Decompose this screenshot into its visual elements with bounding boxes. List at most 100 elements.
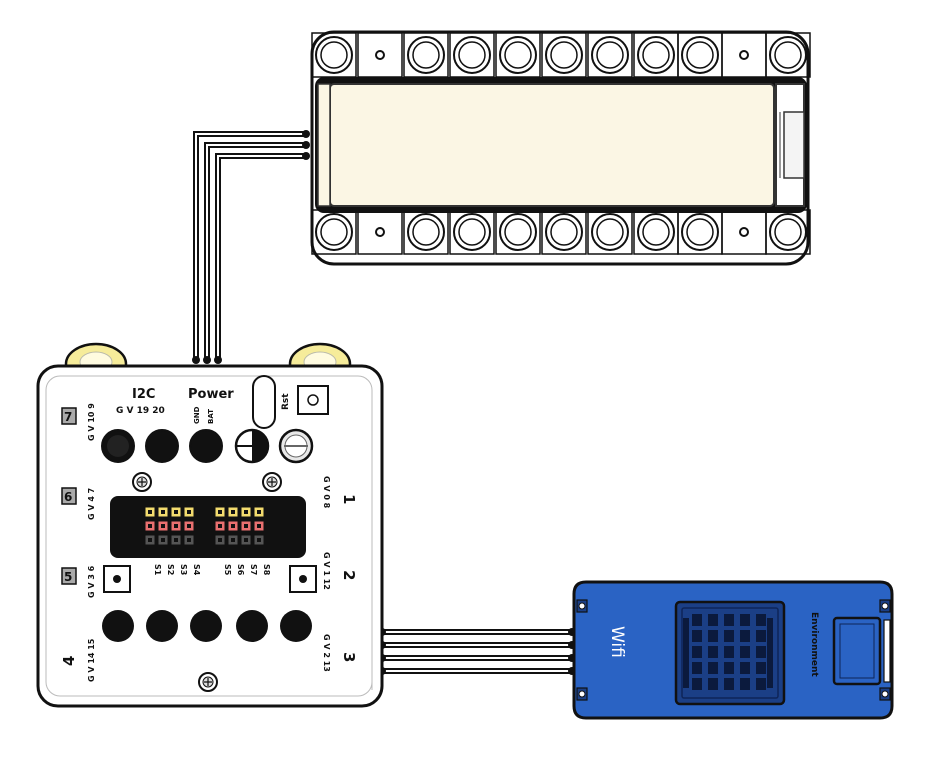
grille-hole: [740, 678, 750, 690]
grille-hole: [756, 662, 766, 674]
grille-hole: [692, 630, 702, 642]
port-bottom-3[interactable]: [190, 610, 222, 642]
top-hole-8: [633, 32, 679, 78]
servo-label-7: S7: [249, 564, 258, 575]
display-board: [310, 30, 811, 266]
servo-header-pins: [144, 506, 265, 546]
servo-label-4: S4: [192, 564, 201, 576]
grille-hole: [756, 614, 766, 626]
port-bottom-4[interactable]: [236, 610, 268, 642]
grille-hole: [708, 678, 718, 690]
grille-hole: [756, 630, 766, 642]
port-power[interactable]: [189, 429, 223, 463]
top-port-row: [101, 428, 314, 464]
port-2-number: 2: [340, 570, 358, 580]
port-2-pins: G V 1 12: [322, 552, 331, 590]
wire-bundle-right: [380, 629, 574, 674]
wifi-label: Wifi: [607, 626, 627, 658]
power-label: Power: [188, 387, 234, 402]
port-6-badge: 6: [61, 487, 77, 505]
svg-text:7: 7: [64, 410, 72, 424]
bottom-hole-2: [357, 209, 403, 255]
grille-hole: [724, 614, 734, 626]
screw-left: [132, 472, 152, 492]
svg-text:6: 6: [64, 490, 72, 504]
grille-hole: [724, 646, 734, 658]
top-hole-5: [495, 32, 541, 78]
port-7-pins: G V 10 9: [87, 403, 96, 441]
grille-hole: [724, 630, 734, 642]
top-hole-1: [311, 32, 357, 78]
bottom-hole-8: [633, 209, 679, 255]
svg-text:5: 5: [64, 570, 72, 584]
wire-bundle-top: [193, 131, 306, 360]
servo-labels: S1 S2 S3 S4 S5 S6 S7 S8: [153, 564, 271, 576]
top-hole-4: [449, 32, 495, 78]
grille-hole: [692, 678, 702, 690]
wire-ends-top: [192, 130, 310, 364]
power-gnd-label: GND: [193, 406, 201, 424]
servo-label-6: S6: [236, 564, 245, 576]
grille-hole: [708, 614, 718, 626]
i2c-label: I2C: [132, 387, 155, 402]
grille-hole: [740, 630, 750, 642]
i2c-pins-label: G V 19 20: [116, 406, 165, 416]
screw-bottom: [198, 672, 218, 692]
grille-hole: [740, 614, 750, 626]
top-hole-11: [765, 32, 811, 78]
grille-hole: [708, 646, 718, 658]
wire-ends-right: [378, 628, 576, 675]
top-hole-3: [403, 32, 449, 78]
port-bottom-5[interactable]: [280, 610, 312, 642]
grille-hole: [756, 678, 766, 690]
side-connector: [783, 111, 805, 179]
port-5-badge: 5: [61, 567, 77, 585]
bottom-port-row: [102, 610, 312, 642]
servo-label-8: S8: [262, 564, 271, 576]
grille-hole: [724, 662, 734, 674]
port-6-pins: G V 4 7: [87, 488, 96, 520]
sensor-grille-holes: [683, 614, 773, 690]
port-bottom-2[interactable]: [146, 610, 178, 642]
port-3-number: 3: [340, 652, 358, 662]
top-hole-6: [541, 32, 587, 78]
grille-hole: [724, 678, 734, 690]
grille-hole: [692, 662, 702, 674]
grille-hole: [692, 614, 702, 626]
rst-label: Rst: [281, 393, 291, 410]
servo-label-3: S3: [179, 564, 188, 575]
grille-hole: [708, 630, 718, 642]
usb-port[interactable]: [832, 616, 882, 686]
port-5-pins: G V 3 6: [87, 565, 96, 598]
grille-hole: [756, 646, 766, 658]
power-bat-label: BAT: [207, 409, 215, 424]
port-i2c-b[interactable]: [145, 429, 179, 463]
grille-hole: [708, 662, 718, 674]
servo-label-5: S5: [223, 564, 232, 576]
port-7-badge: 7: [61, 407, 77, 425]
port-4-pins: G V 14 15: [87, 638, 96, 682]
screen-area: [329, 83, 775, 207]
grille-slot: [767, 618, 773, 688]
servo-header-block: [110, 496, 306, 558]
grille-hole: [740, 662, 750, 674]
bottom-hole-6: [541, 209, 587, 255]
port-bottom-1[interactable]: [102, 610, 134, 642]
wifi-environment-module: Wifi Environment: [572, 580, 894, 720]
environment-label: Environment: [809, 612, 819, 677]
servo-label-1: S1: [153, 564, 162, 576]
port-1-pins: G V 0 8: [322, 476, 331, 509]
grille-slot: [683, 618, 689, 688]
grille-hole: [740, 646, 750, 658]
port-3-pins: G V 2 13: [322, 634, 331, 672]
power-switch[interactable]: [252, 375, 276, 429]
port-4-number: 4: [60, 656, 78, 666]
servo-label-2: S2: [166, 564, 175, 575]
controller-hub: I2C G V 19 20 Power GND BAT Rst: [36, 342, 384, 708]
bottom-hole-3: [403, 209, 449, 255]
port-1-number: 1: [340, 494, 358, 504]
screw-right: [262, 472, 282, 492]
grille-hole: [692, 646, 702, 658]
bottom-hole-4: [449, 209, 495, 255]
